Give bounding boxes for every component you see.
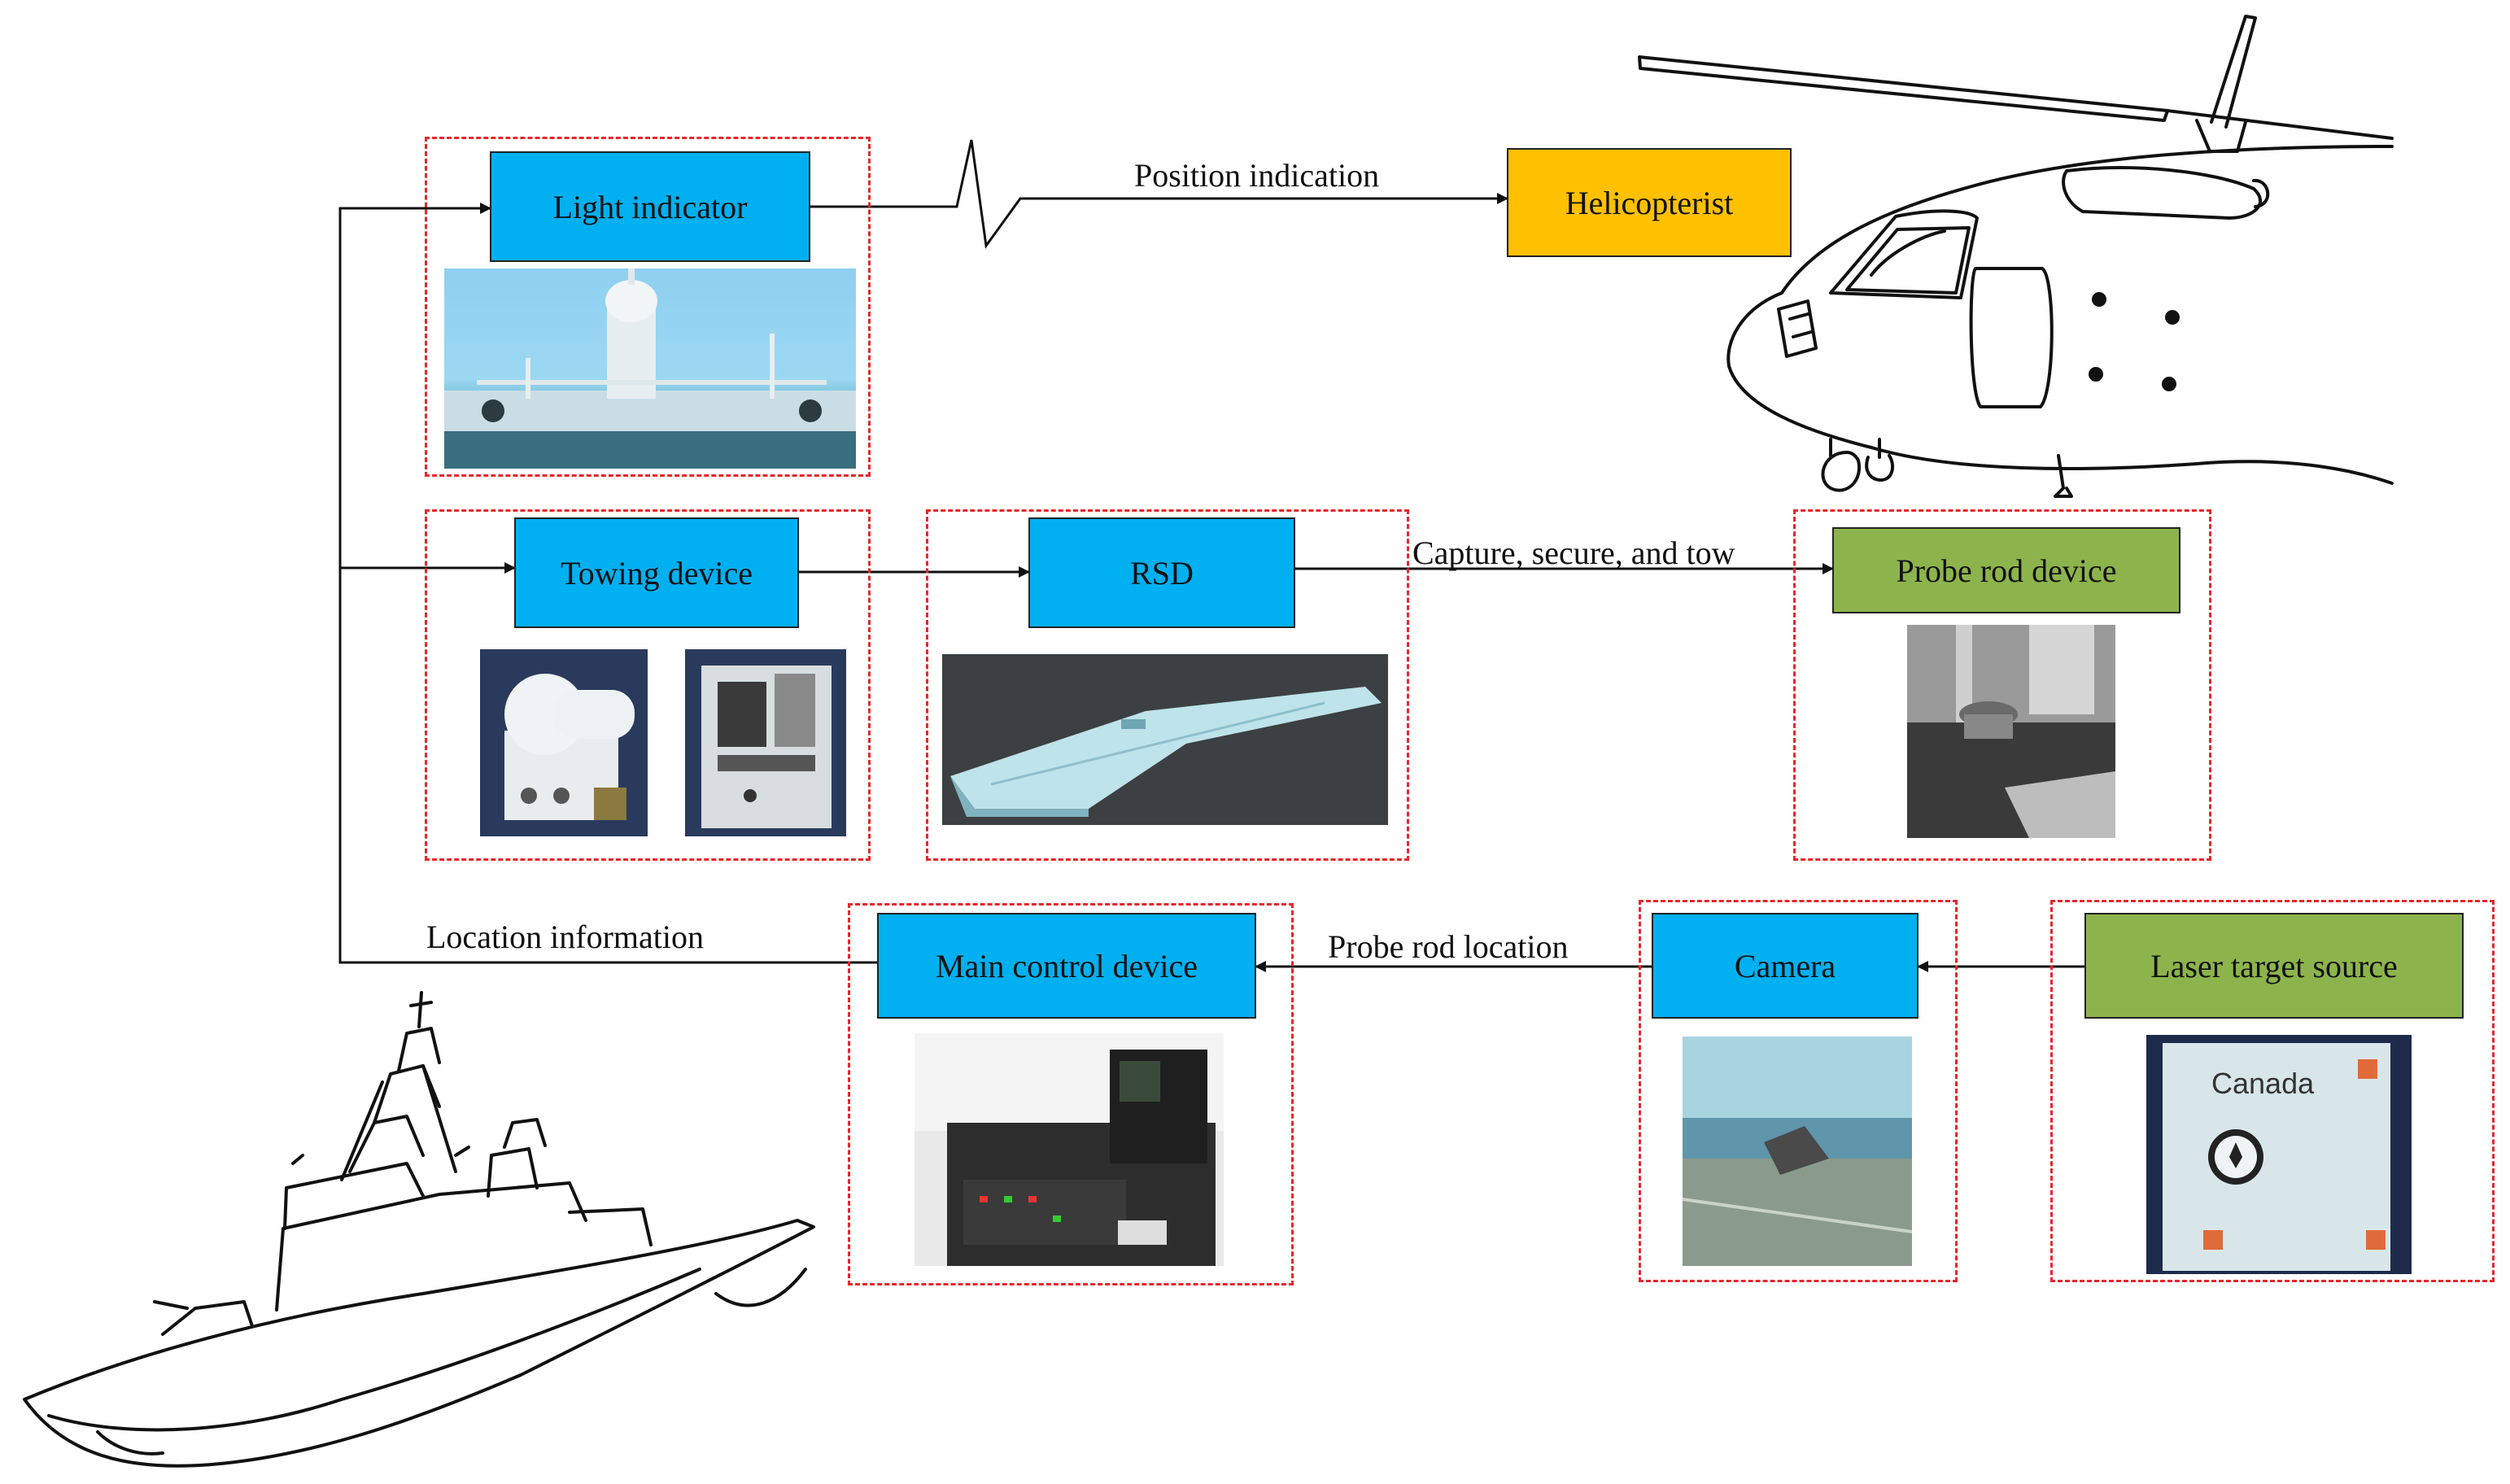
- camera-box: Camera: [1652, 913, 1919, 1019]
- group-light-indicator: [425, 137, 871, 477]
- position-indication-arrow: [809, 139, 1508, 249]
- probe-rod-device-label: Probe rod device: [1896, 552, 2117, 589]
- main-control-device-box: Main control device: [877, 913, 1256, 1019]
- camera-label: Camera: [1734, 947, 1836, 984]
- group-probe-rod: [1793, 509, 2211, 861]
- light-indicator-box: Light indicator: [490, 151, 810, 262]
- probe-rod-device-box: Probe rod device: [1832, 527, 2180, 613]
- group-towing-device: [425, 509, 871, 861]
- helicopterist-box: Helicopterist: [1507, 148, 1792, 257]
- laser-target-source-box: Laser target source: [2084, 913, 2464, 1019]
- location-information-label: Location information: [426, 919, 705, 955]
- capture-secure-tow-label: Capture, secure, and tow: [1412, 535, 1735, 571]
- towing-device-photo-1: [480, 649, 648, 836]
- group-camera: [1639, 900, 1958, 1282]
- laser-target-source-label: Laser target source: [2150, 947, 2398, 984]
- position-indication-label: Position indication: [1134, 157, 1380, 194]
- towing-device-label: Towing device: [560, 554, 753, 591]
- main-control-photo: [915, 1033, 1224, 1266]
- helicopter-illustration: [1638, 15, 2394, 498]
- feedback-bus-line: [338, 203, 882, 964]
- group-main-control: [848, 903, 1294, 1285]
- helicopterist-label: Helicopterist: [1565, 184, 1734, 221]
- towing-device-box: Towing device: [514, 517, 799, 628]
- laser-target-photo-text: Canada: [2211, 1067, 2315, 1100]
- probe-rod-photo: [1907, 625, 2115, 838]
- towing-device-photo-2: [685, 649, 846, 836]
- laser-target-photo: Canada: [2146, 1035, 2412, 1274]
- main-control-device-label: Main control device: [935, 947, 1198, 984]
- probe-rod-location-label: Probe rod location: [1328, 928, 1569, 965]
- group-laser-target: [2050, 900, 2495, 1282]
- camera-photo: [1683, 1037, 1912, 1266]
- rsd-box: RSD: [1028, 517, 1295, 628]
- light-indicator-photo: [444, 268, 856, 469]
- rsd-label: RSD: [1130, 554, 1194, 591]
- group-rsd: [926, 509, 1409, 861]
- light-indicator-label: Light indicator: [552, 188, 748, 225]
- ship-illustration: [23, 991, 815, 1468]
- rsd-photo: [942, 654, 1388, 825]
